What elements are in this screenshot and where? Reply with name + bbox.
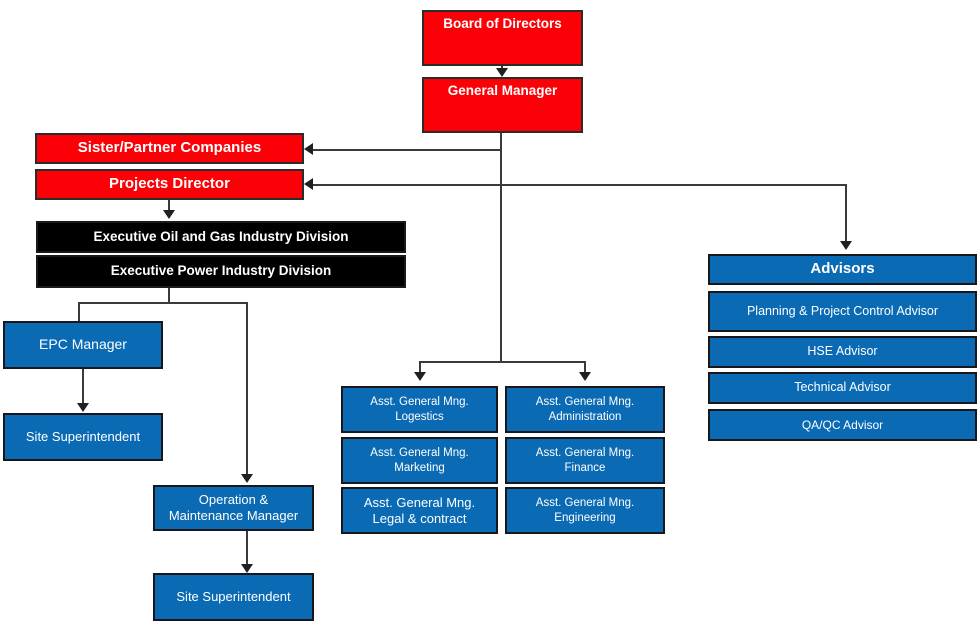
connector-gm-to-sister <box>313 149 502 151</box>
node-general-manager[interactable]: General Manager <box>422 77 583 133</box>
connector-agm-right-leg <box>584 361 586 374</box>
connector-gm-trunk <box>500 110 502 362</box>
arrow-gm-to-projects-director <box>304 178 313 190</box>
arrow-om-to-site <box>241 564 253 573</box>
node-agm-marketing[interactable]: Asst. General Mng. Marketing <box>341 437 498 484</box>
node-agm-finance[interactable]: Asst. General Mng. Finance <box>505 437 665 484</box>
node-sister-partner-companies[interactable]: Sister/Partner Companies <box>35 133 304 164</box>
node-agm-engineering[interactable]: Asst. General Mng. Engineering <box>505 487 665 534</box>
node-executive-oil-gas-division[interactable]: Executive Oil and Gas Industry Division <box>36 221 406 253</box>
node-projects-director[interactable]: Projects Director <box>35 169 304 200</box>
node-advisor-hse[interactable]: HSE Advisor <box>708 336 977 368</box>
arrow-gm-to-sister <box>304 143 313 155</box>
node-epc-manager[interactable]: EPC Manager <box>3 321 163 369</box>
arrow-agm-left <box>414 372 426 381</box>
arrow-agm-right <box>579 372 591 381</box>
arrow-exec-to-om <box>241 474 253 483</box>
node-agm-logistics[interactable]: Asst. General Mng. Logestics <box>341 386 498 433</box>
node-site-superintendent-om[interactable]: Site Superintendent <box>153 573 314 621</box>
node-site-superintendent-epc[interactable]: Site Superintendent <box>3 413 163 461</box>
connector-gm-to-projects-director <box>313 184 847 186</box>
connector-agm-left-leg <box>419 361 421 374</box>
node-agm-legal-contract[interactable]: Asst. General Mng. Legal & contract <box>341 487 498 534</box>
connector-agm-split-bar <box>419 361 586 363</box>
node-board-of-directors[interactable]: Board of Directors <box>422 10 583 66</box>
arrow-epc-to-site <box>77 403 89 412</box>
arrow-board-to-gm <box>496 68 508 77</box>
node-agm-administration[interactable]: Asst. General Mng. Administration <box>505 386 665 433</box>
connector-pd-to-exec <box>168 200 170 212</box>
connector-om-to-site <box>246 531 248 567</box>
node-advisor-technical[interactable]: Technical Advisor <box>708 372 977 404</box>
connector-exec-split-bar <box>78 302 248 304</box>
node-operation-maintenance-manager[interactable]: Operation & Maintenance Manager <box>153 485 314 531</box>
arrow-pd-to-exec <box>163 210 175 219</box>
connector-exec-stub <box>168 288 170 303</box>
arrow-to-advisors <box>840 241 852 250</box>
node-advisor-planning[interactable]: Planning & Project Control Advisor <box>708 291 977 332</box>
connector-to-advisors <box>845 184 847 244</box>
node-executive-power-division[interactable]: Executive Power Industry Division <box>36 255 406 288</box>
node-advisor-qaqc[interactable]: QA/QC Advisor <box>708 409 977 441</box>
connector-epc-to-site <box>82 369 84 406</box>
connector-exec-to-om <box>246 302 248 477</box>
connector-exec-to-epc <box>78 302 80 321</box>
node-advisors-header[interactable]: Advisors <box>708 254 977 285</box>
